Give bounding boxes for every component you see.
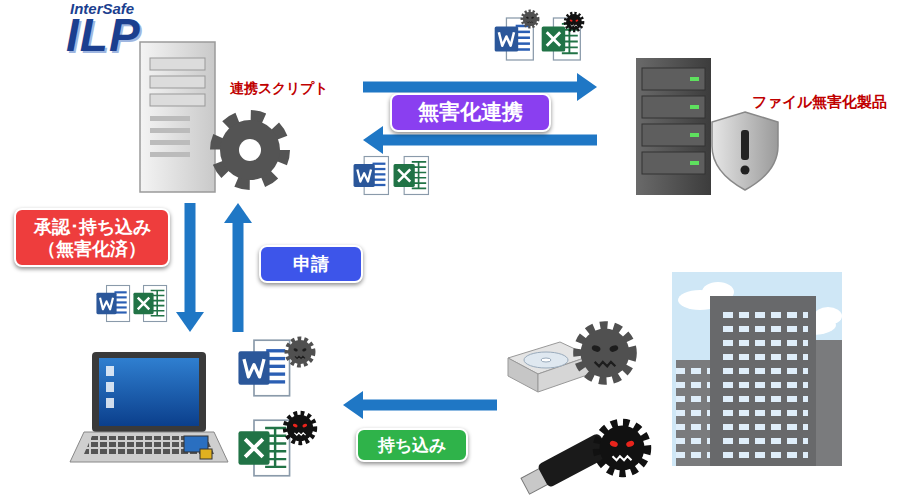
flow-arrow: [343, 391, 497, 419]
laptop: [70, 352, 228, 462]
flow-arrow: [176, 203, 204, 332]
node-label: 連携スクリプト: [230, 80, 328, 98]
product-logo: ILP: [66, 8, 141, 62]
edge-label: 承認･持ち込み（無害化済）: [34, 216, 151, 259]
edge-label: 無害化連携: [418, 100, 523, 124]
script-gear: [217, 117, 283, 183]
outside-building-scene: [672, 272, 842, 466]
edge-label-box: 申請: [259, 245, 363, 283]
sanitizer-server: [636, 58, 778, 195]
flow-arrow: [224, 203, 252, 332]
sanitizer-product: ファイル無害化製品: [600, 55, 910, 200]
edge-label-box: 承認･持ち込み（無害化済）: [14, 208, 170, 267]
node-label: ファイル無害化製品: [752, 93, 887, 112]
edge-label: 申請: [293, 253, 329, 274]
removable-media: [500, 330, 660, 500]
ilp-server-tower: [140, 42, 215, 192]
removable-media: [508, 326, 646, 497]
edge-label: 持ち込み: [378, 435, 446, 455]
user-pc: [88, 335, 340, 485]
edge-label-box: 持ち込み: [356, 428, 468, 462]
edge-label-box: 無害化連携: [390, 93, 551, 132]
ilp-server: 連携スクリプト: [135, 40, 360, 200]
